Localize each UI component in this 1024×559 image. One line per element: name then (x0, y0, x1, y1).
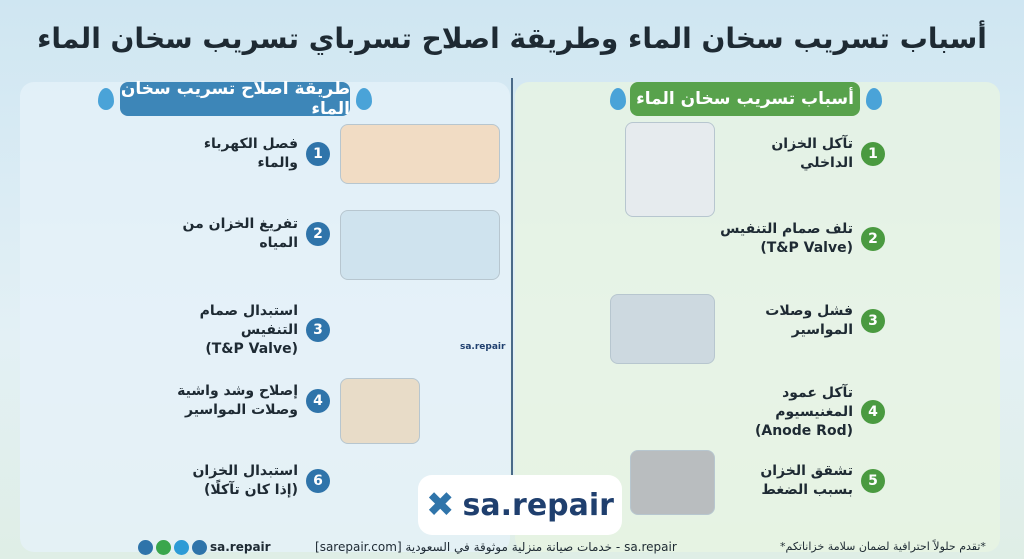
wrench-icon: ✖ (426, 485, 455, 525)
footer: sa.repair sa.repair - خدمات صيانة منزلية… (0, 537, 1024, 559)
draining-illustration (340, 210, 500, 280)
step-text: إصلاح وشد واشية وصلات المواسير (177, 383, 298, 418)
social-links: sa.repair (138, 540, 271, 555)
repair-step: 1 فصل الكهرباء والماء (148, 135, 330, 173)
repair-step: 4 إصلاح وشد واشية وصلات المواسير (148, 382, 330, 420)
cause-item: 5 تشقق الخزان بسبب الضغط (703, 462, 885, 500)
water-drop-icon (98, 88, 114, 110)
step-number: 2 (306, 221, 330, 246)
item-text: تآكل الخزان الداخلي (771, 136, 853, 171)
item-text: فشل وصلات المواسير (765, 303, 853, 338)
item-number: 1 (861, 141, 885, 166)
step-number: 4 (306, 388, 330, 413)
repair-step: 3 استبدال صمام التنفيس (T&P Valve) (148, 302, 330, 359)
divider (511, 78, 513, 518)
step-text: فصل الكهرباء والماء (203, 136, 298, 171)
worker-shirt-label: sa.repair (460, 342, 506, 352)
item-number: 3 (861, 308, 885, 333)
water-drop-icon (866, 88, 882, 110)
cause-item: 4 تآكل عمود المغنيسيوم (Anode Rod) (703, 384, 885, 441)
item-text: تشقق الخزان بسبب الضغط (760, 463, 853, 498)
corroded-tank-illustration (625, 122, 715, 217)
telegram-icon[interactable] (174, 540, 189, 555)
page-title: أسباب تسريب سخان الماء وطريقة اصلاح تسرب… (37, 22, 987, 55)
step-number: 6 (306, 468, 330, 493)
cause-item: 1 تآكل الخزان الداخلي (703, 135, 885, 173)
footer-tagline: sa.repair - خدمات صيانة منزلية موثوقة في… (315, 540, 677, 554)
repair-step: 6 استبدال الخزان (إذا كان تآكلًا) (148, 462, 330, 500)
water-drop-icon (356, 88, 372, 110)
repair-step: 2 تفريغ الخزان من المياه (148, 215, 330, 253)
logo: ✖sa.repair (418, 475, 622, 535)
cause-item: 2 تلف صمام التنفيس (T&P Valve) (703, 220, 885, 258)
step-text: استبدال الخزان (إذا كان تآكلًا) (192, 463, 298, 498)
item-number: 2 (861, 226, 885, 251)
shutoff-illustration (340, 124, 500, 184)
cause-item: 3 فشل وصلات المواسير (703, 302, 885, 340)
social-handle: sa.repair (210, 540, 271, 554)
water-drop-icon (610, 88, 626, 110)
item-number: 5 (861, 468, 885, 493)
footer-note: *تقدم حلولاً احترافية لضمان سلامة خزانات… (780, 540, 986, 553)
repair-header: طريقة اصلاح تسريب سخان الماء (120, 79, 350, 119)
cracked-tank-illustration (630, 450, 715, 515)
item-number: 4 (861, 400, 885, 425)
causes-header: أسباب تسريب سخان الماء (630, 82, 860, 116)
phone-icon[interactable] (138, 540, 153, 555)
step-number: 1 (306, 141, 330, 166)
step-text: استبدال صمام التنفيس (T&P Valve) (199, 303, 298, 357)
pipes-illustration (610, 294, 715, 364)
whatsapp-icon[interactable] (156, 540, 171, 555)
step-text: تفريغ الخزان من المياه (182, 216, 298, 251)
causes-panel: 1 تآكل الخزان الداخلي 2 تلف صمام التنفيس (… (515, 82, 1000, 552)
logo-text: sa.repair (462, 487, 614, 523)
repair-panel: 1 فصل الكهرباء والماء 2 تفريغ الخزان من ال… (20, 82, 510, 552)
item-text: تلف صمام التنفيس (T&P Valve) (720, 221, 853, 256)
step-number: 3 (306, 318, 330, 343)
item-text: تآكل عمود المغنيسيوم (Anode Rod) (754, 385, 853, 439)
gasket-illustration (340, 378, 420, 444)
globe-icon[interactable] (192, 540, 207, 555)
